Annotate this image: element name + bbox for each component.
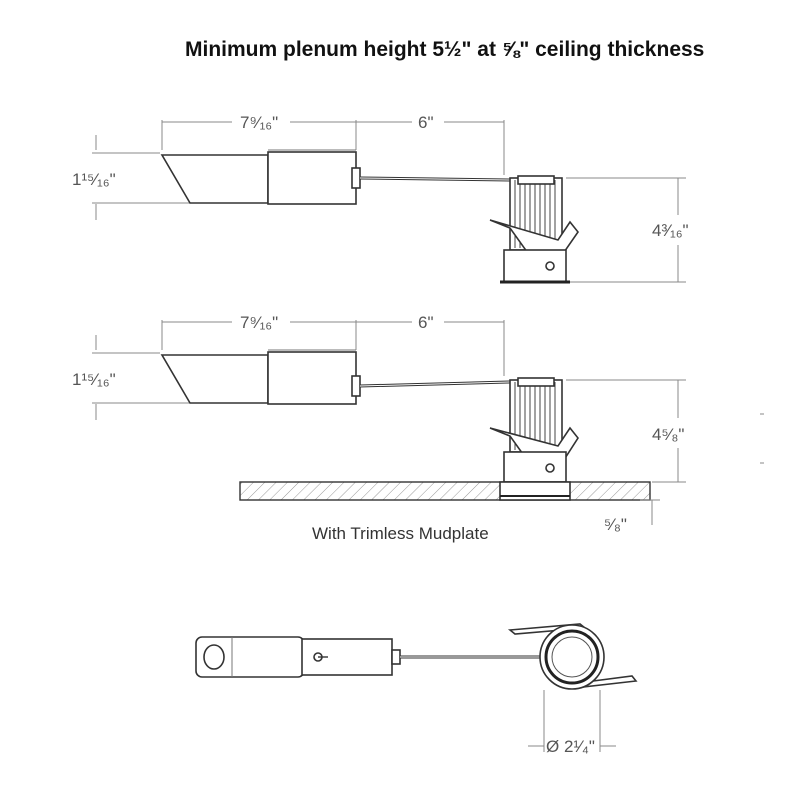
middle-width-dimension: 7⁹⁄₁₆" xyxy=(240,313,278,332)
trim-ring xyxy=(503,249,567,283)
middle-cable-dimension: 6" xyxy=(418,313,434,332)
top-width-dimension: 7⁹⁄₁₆" xyxy=(240,113,278,132)
driver-box xyxy=(267,351,357,405)
plan-view: Ø 2¹⁄₄" xyxy=(195,623,638,756)
middle-box-height-dimension: 1¹⁵⁄₁₆" xyxy=(72,370,116,389)
view-caption: With Trimless Mudplate xyxy=(312,524,489,543)
trimless-mudplate xyxy=(499,481,571,501)
page-title: Minimum plenum height 5½" at ⅝" ceiling … xyxy=(185,38,705,61)
diameter-dimension: Ø 2¹⁄₄" xyxy=(546,737,595,756)
driver-box xyxy=(267,151,357,205)
driver-box-angled xyxy=(160,154,269,204)
middle-housing-height-dimension: 4⁵⁄₈" xyxy=(652,425,684,444)
connector xyxy=(351,167,361,189)
top-cable-dimension: 6" xyxy=(418,113,434,132)
driver-box-angled xyxy=(160,354,269,404)
top-box-height-dimension: 1¹⁵⁄₁₆" xyxy=(72,170,116,189)
connector xyxy=(351,375,361,397)
top-housing-height-dimension: 4³⁄₁₆" xyxy=(652,221,689,240)
middle-elevation-view: 7⁹⁄₁₆" 6" 1¹⁵⁄₁₆" xyxy=(72,313,764,543)
trim-ring xyxy=(503,451,567,483)
top-elevation-view: 7⁹⁄₁₆" 6" 1¹⁵⁄₁₆" xyxy=(72,113,689,284)
ceiling-drywall xyxy=(239,481,651,501)
ceiling-thickness-dimension: ⁵⁄₈" xyxy=(604,515,627,534)
